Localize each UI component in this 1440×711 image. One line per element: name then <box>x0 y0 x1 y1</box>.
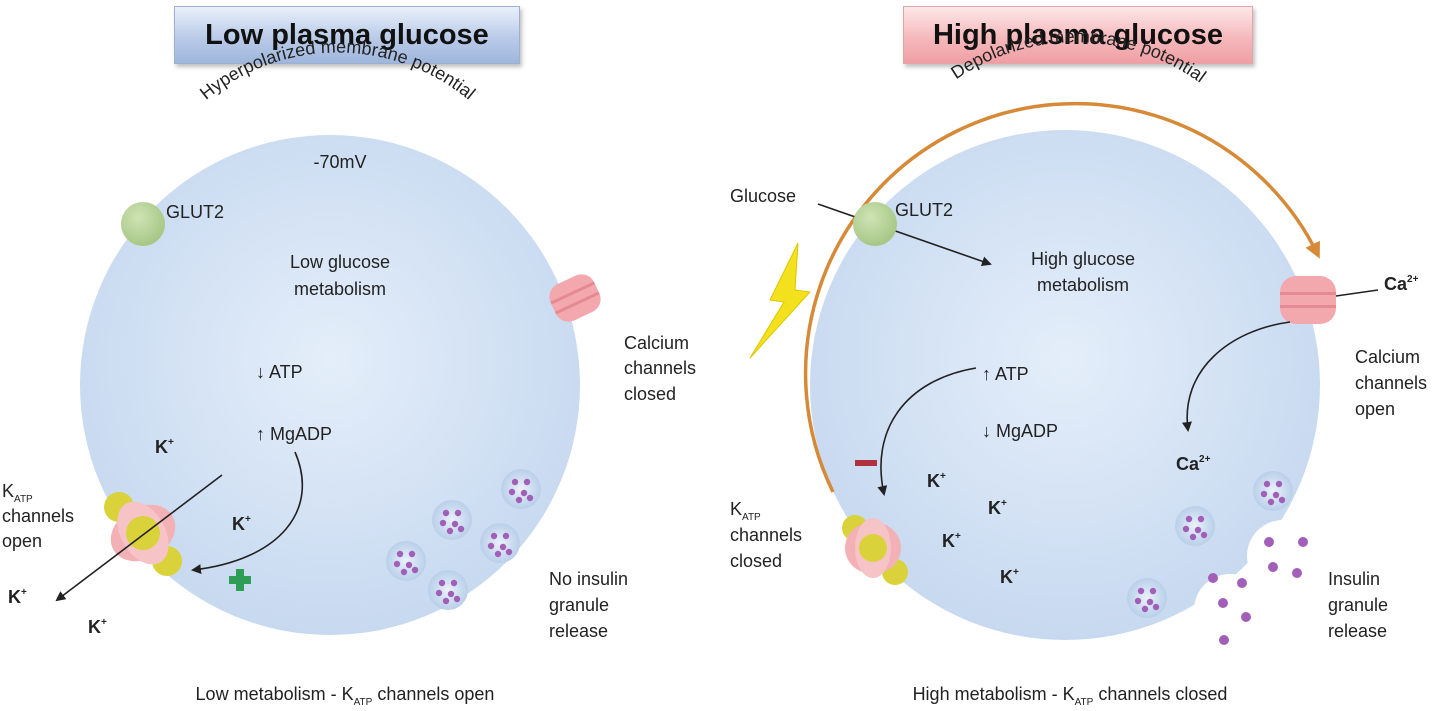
right-katp-line1: channels <box>730 525 802 545</box>
insulin-granule <box>1175 506 1215 546</box>
left-atp-label: ↓ ATP <box>256 362 303 382</box>
left-granule-line2: granule <box>549 595 609 615</box>
right-granule-line3: release <box>1328 621 1387 641</box>
left-granule-line3: release <box>549 621 608 641</box>
right-k-ion-1: K+ <box>927 471 946 491</box>
right-katp-channel <box>842 515 908 585</box>
left-katp-line2: open <box>2 531 42 551</box>
right-katp-label: KATP <box>730 499 761 523</box>
left-k-ion-2: K+ <box>232 514 251 534</box>
insulin-granule <box>386 541 426 581</box>
right-granule-line2: granule <box>1328 595 1388 615</box>
right-atp-label: ↑ ATP <box>982 364 1029 384</box>
right-calcium-ion-inside: Ca2+ <box>1176 454 1211 474</box>
left-metabolism-line1: Low glucose <box>290 252 390 272</box>
left-k-efflux-arrow <box>55 474 223 602</box>
left-mgadp-label: ↑ MgADP <box>256 424 332 444</box>
right-calcium-influx-arrow <box>1181 321 1291 432</box>
left-mgadp-activation-arrow <box>191 451 304 575</box>
plus-icon <box>229 569 251 591</box>
right-k-ion-2: K+ <box>988 498 1007 518</box>
right-k-ion-4: K+ <box>1000 567 1019 587</box>
right-insulin-granules <box>1127 471 1293 618</box>
left-granule-line1: No insulin <box>549 569 628 589</box>
left-membrane-label: Hyperpolarized membrane potential <box>196 36 479 103</box>
right-granule-line1: Insulin <box>1328 569 1380 589</box>
right-depolarization-arc <box>803 101 1320 493</box>
left-metabolism-line2: metabolism <box>294 279 386 299</box>
insulin-granule <box>480 523 520 563</box>
left-glut2-label: GLUT2 <box>166 202 224 222</box>
insulin-granule <box>501 469 541 509</box>
left-voltage: -70mV <box>313 152 366 172</box>
left-insulin-granules <box>386 469 541 610</box>
right-glut2-label: GLUT2 <box>895 200 953 220</box>
left-k-ion-3: K+ <box>8 587 27 607</box>
left-katp-label: KATP <box>2 481 33 505</box>
insulin-granule <box>1127 578 1167 618</box>
insulin-granule <box>432 500 472 540</box>
right-calcium-line1: Calcium <box>1355 347 1420 367</box>
right-glucose-uptake-arrow <box>817 203 992 267</box>
right-katp-line2: closed <box>730 551 782 571</box>
minus-icon <box>855 460 877 466</box>
right-calcium-line3: open <box>1355 399 1395 419</box>
right-metabolism-line2: metabolism <box>1037 275 1129 295</box>
right-membrane-label: Depolarized membrane potential <box>947 26 1209 86</box>
right-atp-inhibition-arrow <box>877 367 977 496</box>
right-k-ion-3: K+ <box>942 531 961 551</box>
lightning-bolt-icon <box>749 242 812 359</box>
right-mgadp-label: ↓ MgADP <box>982 421 1058 441</box>
right-granule-release <box>1194 520 1319 646</box>
right-calcium-line2: channels <box>1355 373 1427 393</box>
insulin-granule <box>428 570 468 610</box>
left-katp-line1: channels <box>2 506 74 526</box>
right-calcium-input-line <box>1335 289 1379 297</box>
left-k-ion-4: K+ <box>88 617 107 637</box>
low-glucose-title: Low plasma glucose <box>174 6 520 64</box>
high-glucose-title: High plasma glucose <box>903 6 1253 64</box>
right-caption: High metabolism - KATP channels closed <box>913 684 1228 708</box>
left-glut2-transporter <box>121 202 165 246</box>
left-caption: Low metabolism - KATP channels open <box>196 684 495 708</box>
right-calcium-channel <box>1280 276 1336 324</box>
left-calcium-line2: channels <box>624 358 696 378</box>
right-metabolism-line1: High glucose <box>1031 249 1135 269</box>
left-calcium-line1: Calcium <box>624 333 689 353</box>
left-calcium-channel <box>549 274 601 322</box>
insulin-granule <box>1253 471 1293 511</box>
left-k-ion-1: K+ <box>155 437 174 457</box>
left-calcium-line3: closed <box>624 384 676 404</box>
right-calcium-ion-outside: Ca2+ <box>1384 274 1419 294</box>
right-glucose-label: Glucose <box>730 186 796 206</box>
right-glut2-transporter <box>853 202 897 246</box>
